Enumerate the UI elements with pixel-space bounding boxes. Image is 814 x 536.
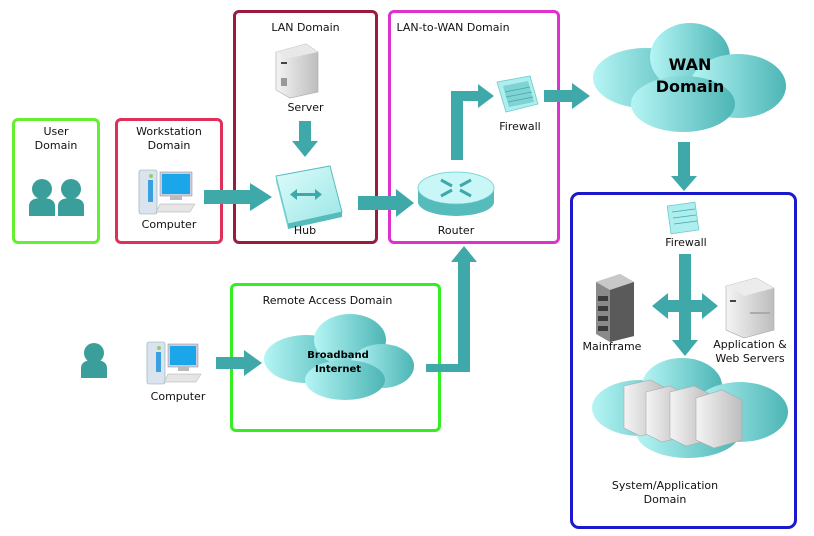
- arrow-server-to-hub: [292, 121, 318, 157]
- wan-cloud-icon: [593, 23, 786, 132]
- arrow-wan-to-system: [671, 142, 697, 191]
- system-firewall-icon: [666, 201, 700, 235]
- remote-computer-label: Computer: [150, 390, 206, 403]
- workstation-computer-icon: [138, 169, 196, 215]
- firewall-label: Firewall: [499, 120, 541, 133]
- lan-to-wan-domain-title: LAN-to-WAN Domain: [396, 21, 510, 34]
- system-app-domain-title-line1: System/Application: [611, 479, 719, 492]
- remote-access-domain-title: Remote Access Domain: [262, 294, 393, 307]
- firewall-icon: [496, 75, 539, 113]
- arrow-workstation-to-hub: [204, 183, 272, 211]
- remote-user-icon: [81, 343, 107, 378]
- lan-domain-title: LAN Domain: [271, 21, 340, 34]
- hub-icon: [275, 165, 343, 229]
- system-app-domain-title-line2: Domain: [643, 493, 687, 506]
- app-web-servers-icon: [725, 277, 775, 339]
- router-label: Router: [437, 224, 475, 237]
- remote-computer-icon: [146, 341, 202, 385]
- broadband-cloud-icon: [264, 314, 414, 400]
- system-servers-cluster-icon: [623, 379, 743, 449]
- wan-domain-label-line1: WAN: [668, 55, 712, 74]
- app-servers-label-line1: Application &: [713, 338, 787, 351]
- server-label: Server: [287, 101, 324, 114]
- mainframe-label: Mainframe: [582, 340, 642, 353]
- router-icon: [417, 171, 495, 216]
- arrows: [204, 83, 718, 376]
- user-domain-label-line2: Domain: [34, 139, 78, 152]
- arrow-computer-to-broadband: [216, 350, 262, 376]
- mainframe-icon: [596, 274, 634, 342]
- workstation-domain-label-line1: Workstation: [136, 125, 202, 138]
- system-firewall-label: Firewall: [665, 236, 707, 249]
- user-domain-box: [12, 118, 100, 244]
- user-domain-label-line1: User: [43, 125, 69, 138]
- broadband-label-line2: Internet: [314, 364, 361, 375]
- arrow-hub-to-router: [358, 189, 414, 217]
- app-servers-label-line2: Web Servers: [715, 352, 785, 365]
- arrow-firewall-to-servers: [652, 254, 718, 356]
- arrow-broadband-to-router: [426, 246, 477, 372]
- workstation-domain-label-line2: Domain: [147, 139, 191, 152]
- hub-label: Hub: [293, 224, 317, 237]
- wan-domain-label-line2: Domain: [655, 77, 725, 96]
- workstation-computer-label: Computer: [141, 218, 197, 231]
- arrow-router-to-firewall: [451, 84, 494, 160]
- lan-server-icon: [275, 43, 319, 99]
- arrow-firewall-to-wan: [544, 83, 590, 109]
- users-icon: [29, 179, 84, 216]
- broadband-label-line1: Broadband: [307, 350, 369, 361]
